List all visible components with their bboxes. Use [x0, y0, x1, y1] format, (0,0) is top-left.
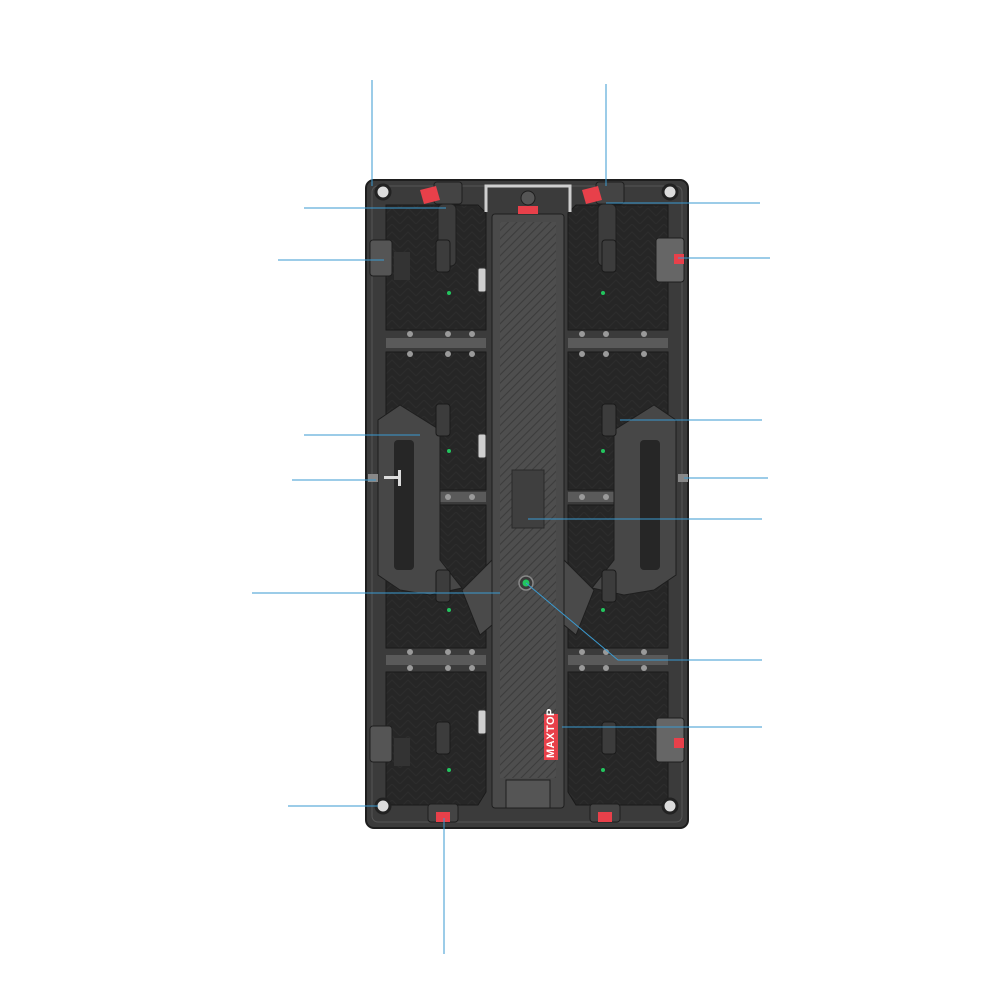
- corner-lock-top-left: [374, 183, 392, 201]
- right-handle-slot: [640, 440, 660, 570]
- panel-right-top: [567, 204, 669, 331]
- corner-lock-bottom-left: [374, 797, 392, 815]
- red-latches: [420, 181, 625, 823]
- brand-label: MAXTOP: [544, 708, 558, 760]
- corner-lock-top-right: [661, 183, 679, 201]
- alignment-pin-left: [368, 474, 378, 482]
- module-leds: [447, 291, 605, 772]
- rail-screws: [407, 331, 647, 671]
- rail-upper-left: [386, 338, 486, 348]
- module-handles: [435, 239, 617, 755]
- top-carry-handle: [484, 184, 572, 214]
- alignment-pins: [368, 470, 688, 486]
- callout-power-indicator: [525, 582, 762, 661]
- control-box: [511, 469, 545, 529]
- latch-bottom-right: [598, 812, 612, 822]
- spine-clips: [477, 267, 487, 735]
- latch-top-left: [420, 186, 440, 204]
- latch-bottom-left: [436, 812, 450, 822]
- latch-top-right: [582, 186, 602, 204]
- brand-text: MAXTOP: [545, 708, 557, 758]
- side-lock-left-upper: [369, 239, 393, 277]
- rail-lower-left: [386, 655, 486, 665]
- panel-right-bottom: [567, 671, 669, 806]
- left-handle-slot: [394, 440, 414, 570]
- rail-upper-right: [568, 338, 668, 348]
- callout-lines: [252, 80, 770, 954]
- side-handle-brackets: [377, 404, 677, 596]
- corner-locks: [374, 183, 679, 815]
- alignment-pin-right: [678, 474, 688, 482]
- corner-lock-bottom-right: [661, 797, 679, 815]
- side-locks: [369, 237, 685, 766]
- spine-bottom-plate: [505, 779, 551, 809]
- side-lock-left-lower: [369, 725, 393, 763]
- spine-left-wing: [461, 558, 493, 636]
- spine-right-wing: [563, 558, 595, 636]
